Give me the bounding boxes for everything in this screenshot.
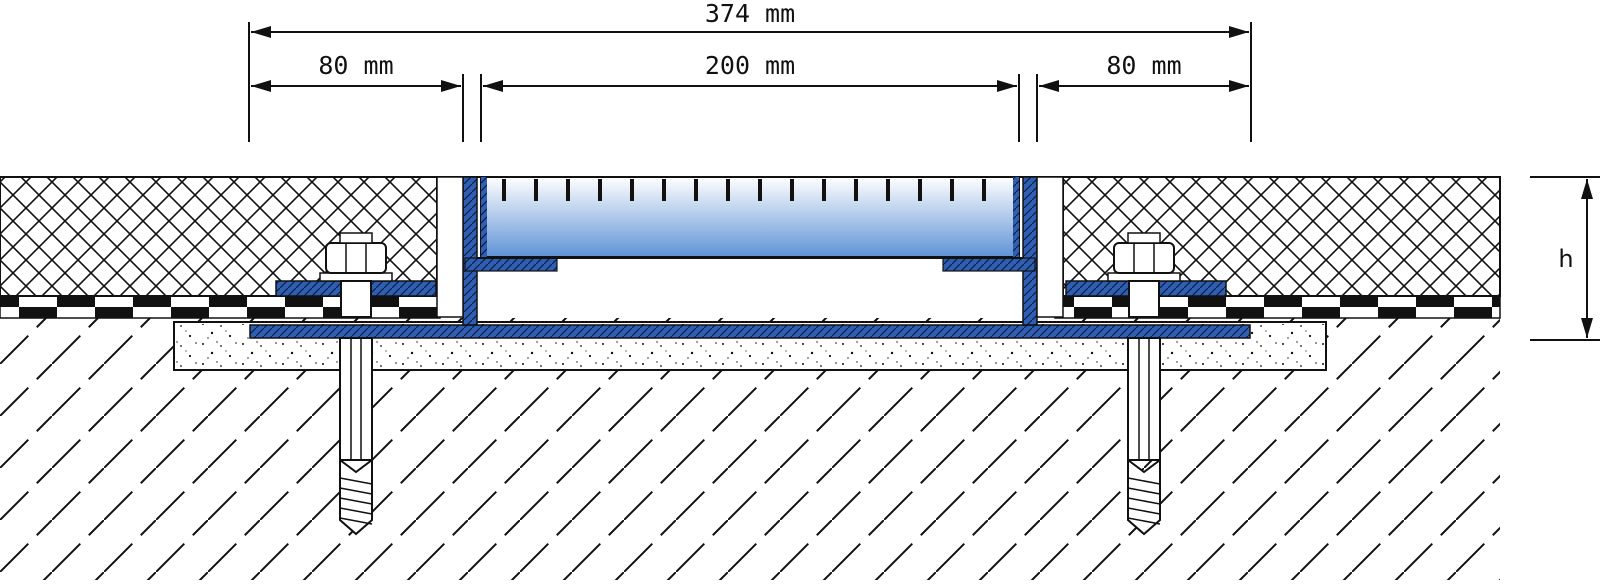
membrane-block — [1055, 296, 1074, 307]
anchor-wedge — [339, 458, 373, 536]
membrane-block — [380, 296, 399, 307]
hex-bolt-right — [1107, 232, 1181, 536]
grate-slot — [694, 179, 698, 201]
membrane-layer — [0, 295, 1501, 319]
membrane-block — [418, 307, 437, 318]
membrane-block — [247, 307, 266, 318]
membrane-block — [1188, 296, 1207, 307]
grate-slot — [758, 179, 762, 201]
membrane-block — [133, 296, 152, 307]
grate-slot — [822, 179, 826, 201]
grate-slot — [790, 179, 794, 201]
membrane-block — [1302, 307, 1321, 318]
membrane-block — [1321, 307, 1340, 318]
bolt-shank — [1128, 280, 1160, 318]
membrane-block — [1378, 307, 1397, 318]
membrane-block — [1245, 307, 1264, 318]
membrane-block — [1340, 296, 1359, 307]
drain-grate — [464, 176, 1036, 272]
membrane-block — [266, 307, 285, 318]
bolt-tip — [1127, 232, 1161, 244]
grate-slot — [982, 179, 986, 201]
membrane-block — [1169, 307, 1188, 318]
membrane-block — [0, 296, 19, 307]
membrane-block — [1473, 307, 1492, 318]
membrane-block — [399, 307, 418, 318]
membrane-block — [1397, 307, 1416, 318]
membrane-block — [1112, 296, 1131, 307]
membrane-block — [1226, 307, 1245, 318]
membrane-block — [1454, 307, 1473, 318]
membrane-block — [228, 296, 247, 307]
membrane-block — [1264, 296, 1283, 307]
grate-slot — [726, 179, 730, 201]
hex-nut — [325, 242, 387, 274]
membrane-block — [1435, 296, 1454, 307]
grate-slot — [918, 179, 922, 201]
grate-slot — [502, 179, 506, 201]
membrane-block — [171, 307, 190, 318]
dim-overall: 374 mm — [705, 0, 795, 28]
hex-nut — [1113, 242, 1175, 274]
grate-slot — [662, 179, 666, 201]
washer — [319, 272, 393, 282]
membrane-block — [114, 307, 133, 318]
grate-slot — [854, 179, 858, 201]
membrane-block — [304, 296, 323, 307]
membrane-block — [1492, 296, 1500, 307]
anchor-wedge — [1127, 458, 1161, 536]
membrane-block — [209, 296, 228, 307]
grate-slot — [598, 179, 602, 201]
membrane-block — [1207, 296, 1226, 307]
grate-slot — [566, 179, 570, 201]
membrane-block — [1416, 296, 1435, 307]
dim-left-flange: 80 mm — [318, 51, 393, 80]
grate-slot — [950, 179, 954, 201]
dim-channel: 200 mm — [705, 51, 795, 80]
membrane-block — [1093, 307, 1112, 318]
steel-channel — [249, 176, 1251, 339]
anchor-sleeve — [339, 337, 373, 461]
washer — [1107, 272, 1181, 282]
bolt-tip — [339, 232, 373, 244]
dim-height: h — [1558, 245, 1573, 273]
membrane-block — [57, 296, 76, 307]
membrane-block — [19, 307, 38, 318]
hex-bolt-left — [319, 232, 393, 536]
dim-right-flange: 80 mm — [1106, 51, 1181, 80]
grate-slot — [886, 179, 890, 201]
membrane-block — [38, 307, 57, 318]
anchor-sleeve — [1127, 337, 1161, 461]
membrane-block — [1074, 307, 1093, 318]
membrane-block — [285, 296, 304, 307]
grate-slot — [534, 179, 538, 201]
membrane-block — [76, 296, 95, 307]
grate-slot — [630, 179, 634, 201]
membrane-block — [190, 307, 209, 318]
membrane-block — [1283, 296, 1302, 307]
membrane-block — [323, 307, 342, 318]
bolt-shank — [340, 280, 372, 318]
membrane-block — [152, 296, 171, 307]
dimension-lines — [248, 22, 1600, 341]
membrane-block — [1359, 296, 1378, 307]
membrane-block — [95, 307, 114, 318]
